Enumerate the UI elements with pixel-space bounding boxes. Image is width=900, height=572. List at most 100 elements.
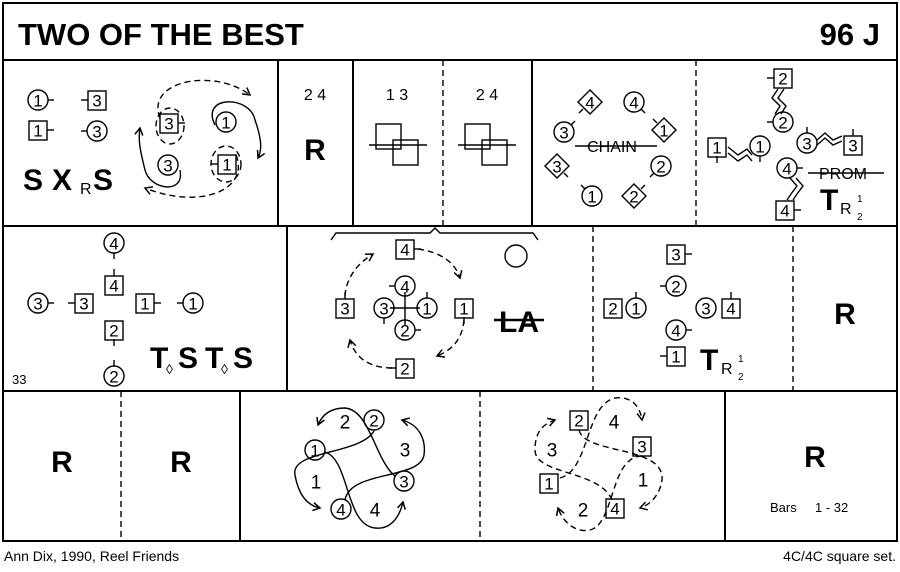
dancer-diamond-shape: [544, 153, 570, 179]
woman-marker: 3: [27, 292, 54, 314]
woman-marker: 3: [393, 470, 415, 492]
woman-shape: [581, 185, 603, 207]
facing-nub: [640, 184, 646, 190]
reel-label: R: [804, 441, 826, 474]
path-number-marker: 1: [311, 473, 322, 494]
setting-caption: S X R S: [23, 164, 113, 198]
dancer-diamond-marker: 1: [651, 117, 677, 143]
man-number: 2: [400, 360, 409, 379]
woman-marker: 2: [394, 319, 421, 341]
chain-label: CHAIN: [587, 139, 637, 156]
woman-number: 4: [782, 160, 791, 179]
woman-marker: 4: [665, 319, 692, 341]
man-number: 1: [459, 300, 468, 319]
path-number-number: 2: [578, 501, 589, 522]
dancer-diamond-marker: 2: [621, 183, 647, 209]
left-allemande-label: LA: [499, 306, 539, 339]
diamond: ◊: [166, 361, 173, 377]
woman-marker: 1: [416, 292, 438, 319]
man-marker: 4: [775, 200, 801, 221]
facing-nub: [578, 108, 584, 114]
path-number-marker: 3: [547, 441, 558, 462]
man-marker: 3: [632, 436, 652, 457]
woman-marker: 2: [649, 155, 672, 178]
man-marker: 4: [104, 269, 124, 296]
woman-marker: 2: [103, 360, 125, 387]
man-number: 2: [109, 322, 118, 341]
man-number: 1: [140, 295, 149, 314]
woman-number: 4: [336, 501, 345, 520]
man-marker: 1: [454, 298, 474, 324]
frac-den: 2: [738, 372, 744, 383]
bars-range: 1 - 32: [815, 500, 848, 515]
woman-marker: 3: [373, 297, 395, 324]
man-marker: 3: [159, 113, 185, 134]
man-number: 1: [671, 348, 680, 367]
man-number: 3: [79, 295, 88, 314]
caption-s2: S: [93, 164, 113, 197]
man-number: 4: [109, 277, 118, 296]
man-number: 1: [544, 475, 553, 494]
man-number: 3: [340, 300, 349, 319]
woman-marker: 2: [660, 275, 687, 297]
woman-shape: [363, 409, 385, 431]
turn-caption: T R 1 2: [700, 344, 744, 383]
man-marker: 1: [211, 154, 237, 175]
man-marker: 1: [28, 120, 54, 141]
man-marker: 3: [666, 244, 692, 265]
t: T: [205, 342, 223, 375]
woman-marker: 4: [776, 157, 803, 179]
man-marker: 2: [767, 68, 793, 89]
man-marker: 1: [660, 346, 686, 367]
turn-r: R: [840, 201, 852, 218]
woman-number: 2: [400, 322, 409, 341]
dance-code: 96 J: [820, 17, 880, 52]
woman-marker: 4: [623, 91, 646, 114]
reel-paths-dashed: [534, 397, 663, 532]
man-marker: 3: [81, 90, 107, 111]
caption-sub: R: [80, 181, 92, 198]
man-number: 2: [574, 412, 583, 431]
man-number: 2: [778, 70, 787, 89]
bars-label: 2 4: [476, 87, 498, 104]
woman-marker: 4: [389, 275, 416, 297]
woman-shape: [553, 121, 575, 143]
reel-label: R: [834, 298, 856, 331]
path-number-marker: 4: [370, 501, 381, 522]
man-number: 4: [400, 241, 409, 260]
woman-number: 1: [422, 300, 431, 319]
woman-marker: 4: [103, 232, 125, 259]
turn-t: T: [700, 344, 718, 377]
woman-shape: [623, 91, 645, 113]
woman-shape: [215, 111, 237, 133]
path-number-number: 4: [609, 413, 620, 434]
woman-number: 3: [399, 473, 408, 492]
woman-number: 1: [587, 188, 596, 207]
woman-number: 4: [109, 235, 118, 254]
woman-number: 3: [379, 300, 388, 319]
man-number: 4: [726, 300, 735, 319]
path-number-marker: 4: [609, 413, 620, 434]
woman-number: 2: [656, 158, 665, 177]
man-number: 4: [780, 202, 789, 221]
path-number-number: 4: [370, 501, 381, 522]
woman-marker: 2: [363, 409, 385, 431]
man-number: 4: [610, 500, 619, 519]
reel-label: R: [170, 446, 192, 479]
man-number: 3: [671, 246, 680, 265]
dancer-diamond-shape: [577, 89, 603, 115]
turn-caption: T R 1 2: [820, 184, 863, 223]
dancer-diamond-number: 4: [585, 94, 594, 113]
woman-shape: [304, 439, 326, 461]
path-number-number: 3: [400, 441, 411, 462]
cross-paths: [134, 79, 266, 198]
woman-number: 1: [33, 92, 42, 111]
woman-marker: 1: [215, 111, 237, 133]
woman-number: 1: [755, 138, 764, 157]
man-number: 1: [222, 156, 231, 175]
man-marker: 2: [569, 410, 589, 431]
woman-number: 3: [802, 135, 811, 154]
man-marker: 2: [389, 358, 415, 379]
man-shape: [632, 436, 652, 457]
